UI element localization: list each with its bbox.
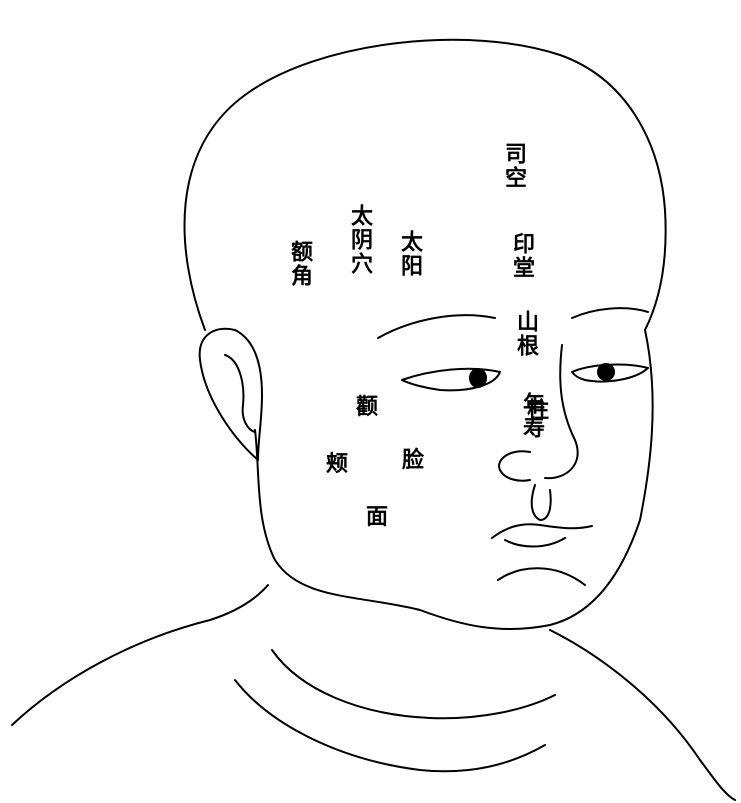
ear-inner <box>224 354 256 433</box>
label-jia: 颊 <box>326 452 349 477</box>
label-sikong: 司空 <box>501 142 526 190</box>
right-shoulder <box>549 629 736 801</box>
label-yintang: 印堂 <box>509 232 534 280</box>
label-nianshou: 年寿 <box>519 392 544 440</box>
head-outline <box>183 38 667 630</box>
label-zhu: 柱 <box>523 398 548 422</box>
left-pupil <box>469 368 487 388</box>
label-shangen: 山根 <box>513 310 538 358</box>
label-taiyang: 太阳 <box>397 230 422 278</box>
left-brow <box>377 314 496 339</box>
nose-tip <box>498 450 531 482</box>
right-pupil <box>597 363 615 381</box>
label-e-jiao: 额角 <box>287 240 312 288</box>
label-taiyin-xue: 太阴穴 <box>347 204 372 276</box>
nose-bridge <box>544 344 579 480</box>
collar-fold-upper <box>271 649 556 720</box>
ear-outline <box>198 327 263 461</box>
label-lian: 脸 <box>402 448 425 473</box>
left-eye <box>401 367 501 392</box>
label-mian: 面 <box>366 505 389 530</box>
collar-fold-lower <box>234 679 546 773</box>
chin-line <box>497 567 586 586</box>
upper-lip <box>491 523 593 539</box>
nostril <box>530 484 552 521</box>
right-brow <box>571 307 649 319</box>
lower-lip <box>504 537 566 548</box>
left-shoulder <box>11 584 269 726</box>
label-quan: 颧 <box>356 395 379 420</box>
